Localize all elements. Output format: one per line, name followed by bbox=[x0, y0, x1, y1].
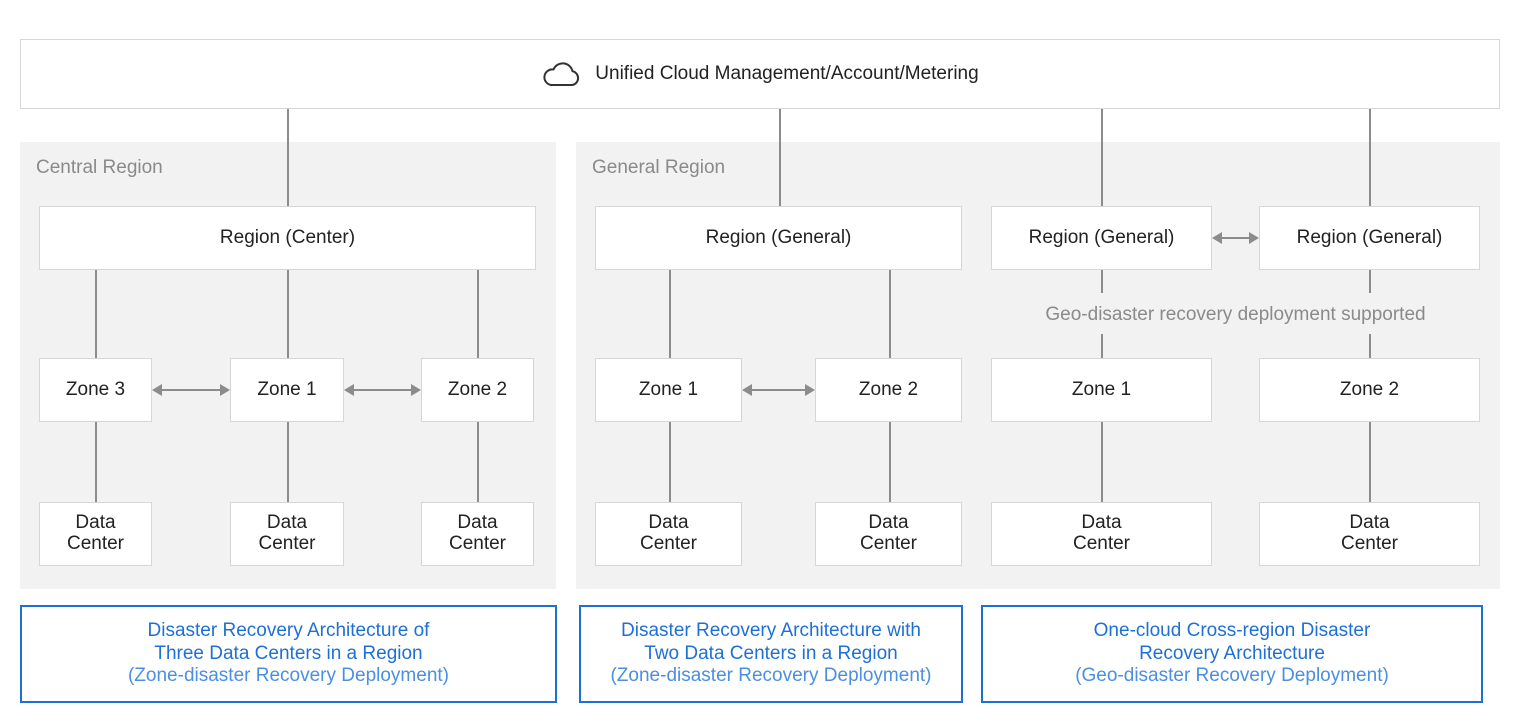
connector-line bbox=[1369, 334, 1371, 358]
caption-three-dc: Disaster Recovery Architecture of Three … bbox=[20, 605, 557, 703]
general-region-label: General Region bbox=[592, 157, 726, 178]
region-general-box: Region (General) bbox=[595, 206, 962, 270]
zone-label: Zone 1 bbox=[1071, 378, 1132, 400]
data-center-label-line2: Center bbox=[1340, 533, 1399, 554]
data-center-label-line2: Center bbox=[448, 533, 507, 554]
data-center-label-line2: Center bbox=[859, 533, 918, 554]
connector-line bbox=[287, 269, 289, 358]
region-general-label: Region (General) bbox=[1296, 226, 1443, 248]
zone-box: Zone 1 bbox=[991, 358, 1212, 422]
caption-title-line1: One-cloud Cross-region Disaster bbox=[1093, 619, 1371, 641]
zone-label: Zone 2 bbox=[858, 378, 919, 400]
data-center-label-line2: Center bbox=[1072, 533, 1131, 554]
data-center-label-line2: Center bbox=[639, 533, 698, 554]
connector-line bbox=[287, 421, 289, 502]
cloud-icon bbox=[543, 62, 580, 86]
connector-line bbox=[779, 108, 781, 206]
zone-label: Zone 2 bbox=[447, 378, 508, 400]
unified-management-bar: Unified Cloud Management/Account/Meterin… bbox=[20, 39, 1500, 109]
caption-title-line2: Three Data Centers in a Region bbox=[154, 642, 423, 664]
caption-subtitle: (Geo-disaster Recovery Deployment) bbox=[1075, 665, 1389, 687]
header-title: Unified Cloud Management/Account/Meterin… bbox=[595, 63, 979, 84]
connector-line bbox=[477, 269, 479, 358]
double-arrow-icon bbox=[344, 384, 421, 396]
connector-line bbox=[889, 421, 891, 502]
zone-box: Zone 3 bbox=[39, 358, 152, 422]
data-center-label-line1: Data bbox=[1081, 512, 1122, 534]
caption-title-line2: Two Data Centers in a Region bbox=[644, 642, 898, 664]
connector-line bbox=[1101, 334, 1103, 358]
zone-box: Zone 1 bbox=[230, 358, 344, 422]
connector-line bbox=[1369, 269, 1371, 293]
zone-label: Zone 2 bbox=[1339, 378, 1400, 400]
double-arrow-icon bbox=[742, 384, 815, 396]
caption-subtitle: (Zone-disaster Recovery Deployment) bbox=[610, 665, 932, 687]
region-general-box: Region (General) bbox=[1259, 206, 1480, 270]
connector-line bbox=[1101, 421, 1103, 502]
region-general-label: Region (General) bbox=[705, 226, 852, 248]
data-center-label-line1: Data bbox=[75, 512, 116, 534]
geo-disaster-note: Geo-disaster recovery deployment support… bbox=[1045, 304, 1426, 325]
connector-line bbox=[95, 421, 97, 502]
zone-label: Zone 3 bbox=[65, 378, 126, 400]
region-general-label: Region (General) bbox=[1028, 226, 1175, 248]
connector-line bbox=[477, 421, 479, 502]
zone-box: Zone 2 bbox=[421, 358, 534, 422]
caption-title-line2: Recovery Architecture bbox=[1139, 642, 1325, 664]
double-arrow-icon bbox=[1212, 232, 1259, 244]
connector-line bbox=[1101, 269, 1103, 293]
caption-cross-region: One-cloud Cross-region Disaster Recovery… bbox=[981, 605, 1483, 703]
zone-label: Zone 1 bbox=[257, 378, 317, 400]
connector-line bbox=[669, 421, 671, 502]
region-general-box: Region (General) bbox=[991, 206, 1212, 270]
data-center-label-line2: Center bbox=[258, 533, 316, 554]
region-center-label: Region (Center) bbox=[219, 226, 356, 248]
zone-box: Zone 2 bbox=[1259, 358, 1480, 422]
connector-line bbox=[1101, 108, 1103, 206]
data-center-label-line1: Data bbox=[868, 512, 909, 534]
data-center-label-line1: Data bbox=[648, 512, 689, 534]
central-region-label: Central Region bbox=[36, 157, 163, 178]
data-center-label-line1: Data bbox=[266, 512, 308, 534]
caption-two-dc: Disaster Recovery Architecture with Two … bbox=[579, 605, 963, 703]
region-center-box: Region (Center) bbox=[39, 206, 536, 270]
zone-box: Zone 2 bbox=[815, 358, 962, 422]
connector-line bbox=[95, 269, 97, 358]
connector-line bbox=[669, 269, 671, 358]
connector-line bbox=[1369, 421, 1371, 502]
data-center-label-line2: Center bbox=[66, 533, 125, 554]
caption-title-line1: Disaster Recovery Architecture with bbox=[621, 619, 921, 641]
caption-title-line1: Disaster Recovery Architecture of bbox=[147, 619, 430, 641]
zone-box: Zone 1 bbox=[595, 358, 742, 422]
zone-label: Zone 1 bbox=[638, 378, 699, 400]
connector-line bbox=[287, 108, 289, 206]
data-center-label-line1: Data bbox=[1349, 512, 1390, 534]
data-center-label-line1: Data bbox=[457, 512, 498, 534]
connector-line bbox=[1369, 108, 1371, 206]
caption-subtitle: (Zone-disaster Recovery Deployment) bbox=[127, 665, 449, 687]
connector-line bbox=[889, 269, 891, 358]
double-arrow-icon bbox=[152, 384, 230, 396]
